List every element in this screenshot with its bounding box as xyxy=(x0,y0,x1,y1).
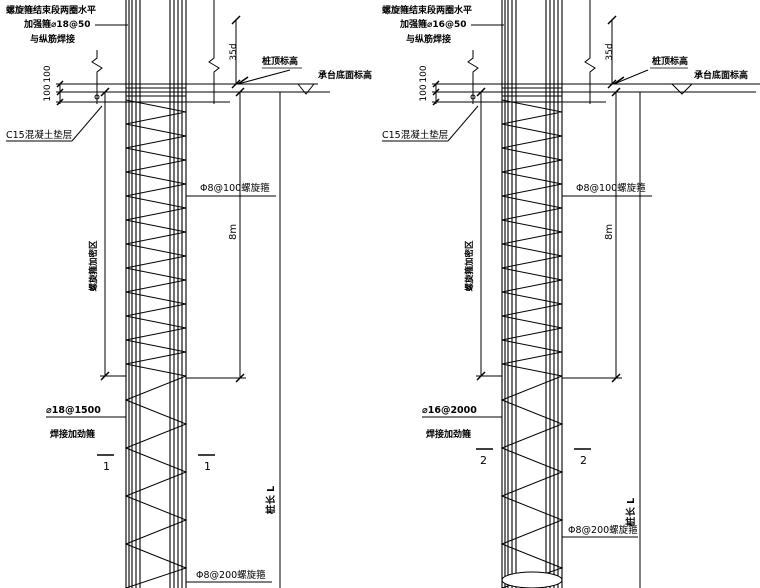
stiffener-leader: ⌀16@2000 焊接加劲箍 xyxy=(422,405,502,440)
dense-zone-label: 螺旋箍加密区 xyxy=(88,240,99,292)
hoops xyxy=(126,83,186,97)
spiral-lower-label: Φ8@200螺旋箍 xyxy=(568,524,638,536)
dim-35d-label: 35d xyxy=(605,43,615,60)
section-mark-left: 1 xyxy=(103,460,110,473)
break-mark-left xyxy=(467,50,479,80)
pile-cap-label: 桩顶标高 xyxy=(652,55,688,67)
section-marks: 2 2 xyxy=(476,448,591,467)
dim-100-a: 100 xyxy=(43,84,53,101)
spiral-upper-label: Φ8@100螺旋箍 xyxy=(200,182,270,194)
spiral-dense xyxy=(501,99,563,377)
slab-bottom-marker: 承台底面标高 xyxy=(276,69,372,95)
pile-length-dim: 桩长 L xyxy=(625,92,641,588)
spiral-lower-label: Φ8@200螺旋箍 xyxy=(196,569,266,581)
pile-bottom xyxy=(501,571,563,588)
pile-detail-2: 螺旋箍结束段两圈水平 加强箍⌀16@50 与纵筋焊接 35d xyxy=(382,0,760,588)
dim-100-pair: 100 100 xyxy=(43,65,100,106)
top-note: 螺旋箍结束段两圈水平 加强箍⌀18@50 与纵筋焊接 xyxy=(6,4,128,45)
pile-cap-label: 桩顶标高 xyxy=(262,55,298,67)
top-note: 螺旋箍结束段两圈水平 加强箍⌀16@50 与纵筋焊接 xyxy=(382,4,504,45)
section-mark-right: 2 xyxy=(580,454,587,467)
dim-8m-label: 8m xyxy=(604,224,615,240)
c15-label: C15混凝土垫层 xyxy=(382,129,448,141)
section-mark-left: 2 xyxy=(480,454,487,467)
pile-length-dim: 桩长 L xyxy=(265,92,281,588)
dim-100-b: 100 xyxy=(419,65,429,82)
dense-zone-dim: 螺旋箍加密区 xyxy=(464,87,502,381)
spiral-upper-label: Φ8@100螺旋箍 xyxy=(576,182,646,194)
stiffener-spec: ⌀18@1500 xyxy=(46,405,101,416)
top-note-line-2: 加强箍⌀18@50 xyxy=(23,18,90,30)
section-mark-right: 1 xyxy=(204,460,211,473)
dim-35d: 35d xyxy=(605,15,617,89)
spiral-sparse xyxy=(500,375,564,588)
pile-cap-marker: 桩顶标高 xyxy=(237,55,302,85)
pile-length-label: 桩长 L xyxy=(625,498,637,526)
pile-length-label: 桩长 L xyxy=(265,486,277,514)
spiral-dense xyxy=(125,99,187,377)
spiral-sparse xyxy=(124,375,188,588)
section-marks: 1 1 xyxy=(97,454,215,473)
stiffener-label: 焊接加劲箍 xyxy=(426,428,471,440)
c15-leader: C15混凝土垫层 xyxy=(6,105,103,142)
break-mark-left xyxy=(91,50,103,80)
dim-100-pair: 100 100 xyxy=(419,65,476,106)
dense-zone-label: 螺旋箍加密区 xyxy=(464,240,475,292)
c15-leader: C15混凝土垫层 xyxy=(382,105,479,142)
dim-8m: 8m xyxy=(186,87,246,383)
top-note-line-1: 螺旋箍结束段两圈水平 xyxy=(382,4,472,16)
slab-bottom-label: 承台底面标高 xyxy=(694,69,748,81)
top-note-line-2: 加强箍⌀16@50 xyxy=(399,18,466,30)
dim-35d: 35d xyxy=(229,15,241,89)
dim-100-a: 100 xyxy=(419,84,429,101)
c15-label: C15混凝土垫层 xyxy=(6,129,72,141)
top-note-line-3: 与纵筋焊接 xyxy=(406,33,451,45)
dim-8m-label: 8m xyxy=(228,224,239,240)
top-note-line-3: 与纵筋焊接 xyxy=(30,33,75,45)
break-mark-right xyxy=(584,50,596,80)
dim-8m: 8m xyxy=(562,87,622,383)
pile-detail-1: 螺旋箍结束段两圈水平 加强箍⌀18@50 与纵筋焊接 xyxy=(6,0,372,588)
slab-bottom-marker: 承台底面标高 xyxy=(656,69,760,95)
break-mark-right xyxy=(208,50,220,80)
hoops xyxy=(502,83,562,97)
dim-35d-label: 35d xyxy=(229,43,239,60)
stiffener-leader: ⌀18@1500 焊接加劲箍 xyxy=(46,405,126,440)
slab-bottom-label: 承台底面标高 xyxy=(318,69,372,81)
dim-100-b: 100 xyxy=(43,65,53,82)
top-note-line-1: 螺旋箍结束段两圈水平 xyxy=(6,4,96,16)
dense-zone-dim: 螺旋箍加密区 xyxy=(88,87,126,381)
stiffener-label: 焊接加劲箍 xyxy=(50,428,95,440)
pile-cap-marker: 桩顶标高 xyxy=(613,55,688,85)
stiffener-spec: ⌀16@2000 xyxy=(422,405,477,416)
